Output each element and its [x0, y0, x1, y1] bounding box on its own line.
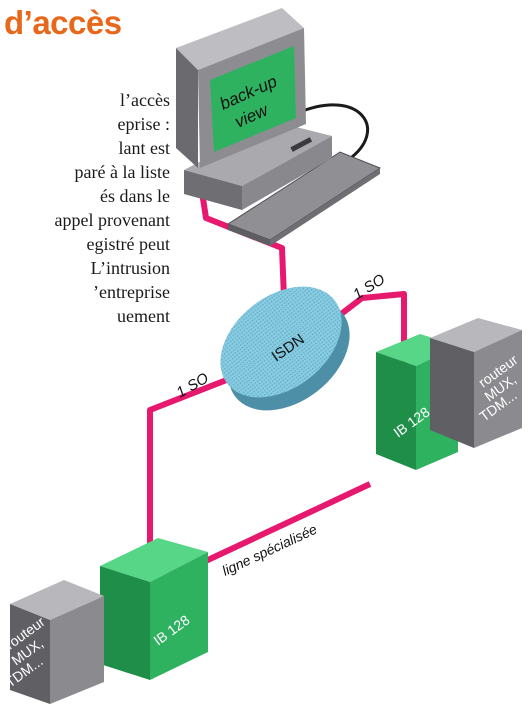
body-line: l’accès	[120, 90, 170, 110]
page-title: d’accès	[4, 4, 122, 41]
body-line: és dans le	[100, 186, 170, 206]
router-right: routeur MUX, TDM...	[430, 318, 522, 448]
body-line: ’entreprise	[93, 282, 170, 302]
computer-base	[184, 122, 332, 186]
ib128-left: IB 128	[100, 538, 208, 680]
router-left: routeur MUX, TDM...	[2, 580, 104, 704]
so-label-left: 1 SO	[174, 369, 212, 401]
body-line: lant est	[118, 138, 171, 158]
body-line: uement	[117, 306, 170, 326]
monitor-screen	[210, 46, 296, 152]
monitor	[176, 8, 304, 70]
body-line: eprise :	[117, 114, 170, 134]
link-isdn-ib-left	[147, 367, 254, 566]
body-line: L’intrusion	[90, 258, 170, 278]
link-isdn-ib-right	[334, 291, 407, 385]
link-leased	[193, 481, 372, 569]
body-line: paré à la liste	[74, 162, 170, 182]
body-line: appel provenant	[54, 210, 170, 230]
computer: back-up view	[176, 8, 382, 246]
isdn-cloud: ISDN	[220, 286, 350, 411]
body-line: egistré peut	[86, 234, 170, 254]
